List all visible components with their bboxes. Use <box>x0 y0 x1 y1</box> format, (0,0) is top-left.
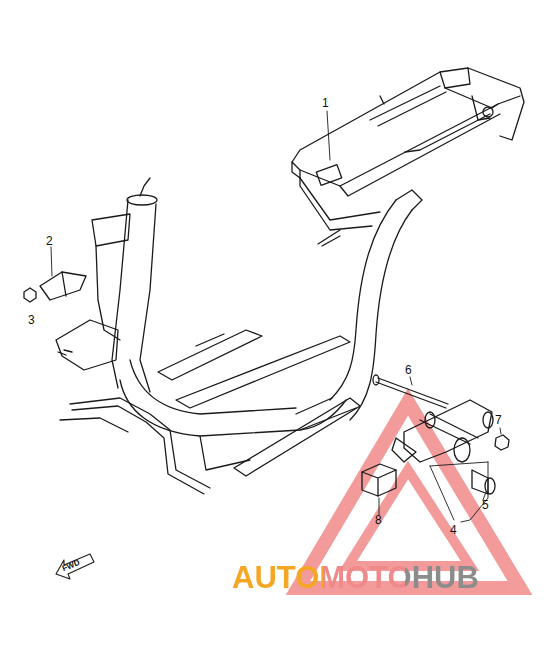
callout-number: 7 <box>495 414 502 426</box>
callout-number: 6 <box>405 364 412 376</box>
callout-number: 2 <box>46 235 53 247</box>
callout-number: 8 <box>375 514 382 526</box>
callout-number: 5 <box>482 499 489 511</box>
callout-number: 4 <box>450 524 457 536</box>
watermark-text: AUTOMOTOHUB <box>232 562 479 593</box>
callout-number: 1 <box>322 97 329 109</box>
callout-number: 3 <box>28 314 35 326</box>
